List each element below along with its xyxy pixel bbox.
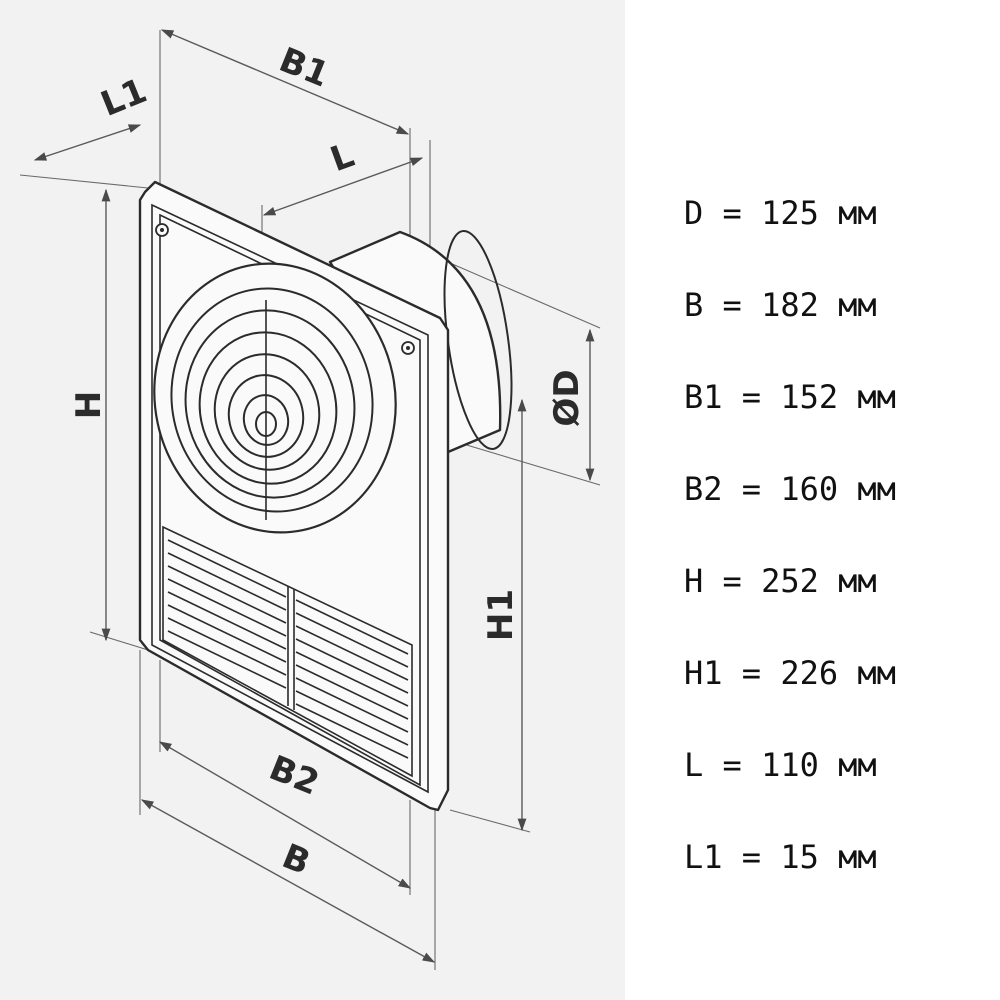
- spec-b1: B1 = 152 мм: [684, 378, 896, 416]
- spec-d: D = 125 мм: [684, 194, 877, 232]
- label-l1: L1: [95, 71, 152, 125]
- dim-l1-line: [33, 124, 142, 161]
- dim-b-line: [140, 799, 436, 963]
- spec-h1: H1 = 226 мм: [684, 654, 896, 692]
- spec-b: B = 182 мм: [684, 286, 877, 324]
- dimension-spec-list: D = 125 мм B = 182 мм B1 = 152 мм B2 = 1…: [684, 0, 994, 1000]
- label-h: H: [69, 391, 109, 419]
- screw-top-right: [401, 341, 415, 355]
- label-b1: B1: [274, 40, 335, 96]
- label-d: ØD: [547, 369, 587, 426]
- label-h1: H1: [481, 589, 521, 641]
- front-grille: [153, 262, 397, 534]
- spec-b2: B2 = 160 мм: [684, 470, 896, 508]
- screw-top-left: [155, 223, 169, 237]
- spec-l: L = 110 мм: [684, 746, 877, 784]
- dim-b1-line: [160, 29, 410, 135]
- label-b: B: [277, 836, 316, 883]
- fan-drawing-svg: B1 L1 L H ØD H1 B2 B: [19, 29, 601, 970]
- dim-l-line: [262, 157, 424, 216]
- label-l: L: [325, 135, 359, 180]
- spec-l1: L1 = 15 мм: [684, 838, 877, 876]
- louvre-grille: [162, 525, 413, 778]
- fan-body: [138, 180, 513, 812]
- dimension-lines: [33, 29, 595, 963]
- technical-drawing: B1 L1 L H ØD H1 B2 B: [0, 0, 625, 1000]
- label-b2: B2: [264, 748, 325, 804]
- spec-h: H = 252 мм: [684, 562, 877, 600]
